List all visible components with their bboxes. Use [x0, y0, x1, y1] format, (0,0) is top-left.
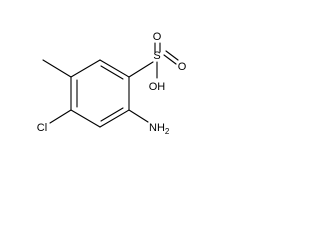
c-cl-bond	[49, 109, 72, 124]
hydroxyl-label: OH	[149, 81, 166, 93]
ring-bond-bottom-left	[70, 109, 101, 128]
amino-subscript: 2	[165, 127, 170, 136]
ring-bond-top-left	[70, 59, 101, 78]
chemical-structure: O S O OH Cl NH2	[37, 31, 187, 136]
oxygen-top-label: O	[153, 31, 162, 43]
amino-nh-text: NH	[149, 122, 165, 134]
c-n-bond	[128, 109, 149, 123]
methyl-bond	[42, 59, 72, 78]
ring-double-bond-top-right	[100, 65, 124, 80]
c-s-bond	[128, 61, 154, 78]
ring-double-bond-bottom-right	[100, 107, 124, 122]
amino-label: NH2	[149, 122, 170, 136]
oxygen-right-label: O	[178, 61, 187, 73]
s-o-right-bond-b	[165, 50, 179, 61]
sulfur-label: S	[153, 50, 160, 62]
s-o-right-bond-a	[163, 54, 177, 65]
ring-bond-top-right	[99, 59, 130, 78]
ring-bond-bottom-right	[99, 109, 130, 128]
chlorine-label: Cl	[37, 122, 47, 134]
benzene-ring	[70, 59, 130, 128]
